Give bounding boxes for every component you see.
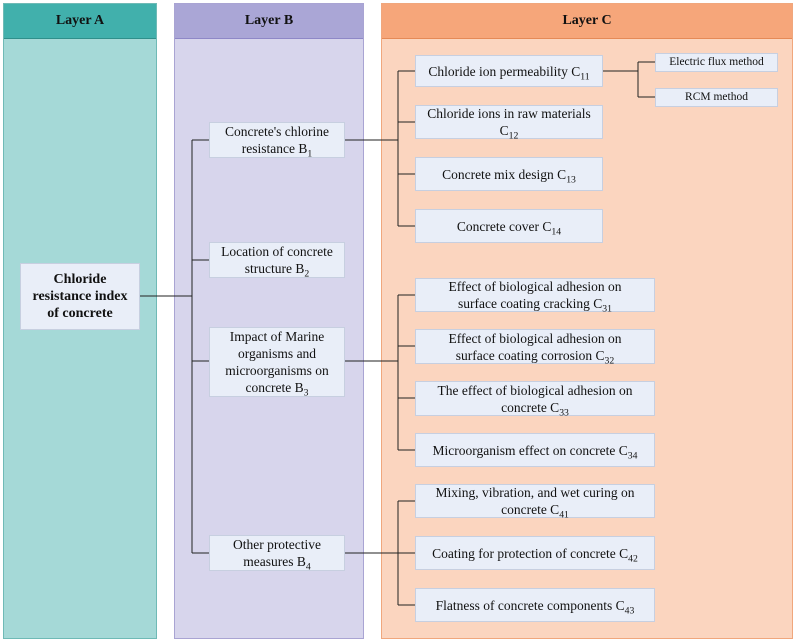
layer-c-header: Layer C <box>382 4 792 39</box>
node-c42-line1: Coating for protection of concrete C <box>432 545 629 561</box>
node-a-chloride-resistance-index: Chloride resistance index of concrete <box>20 263 140 330</box>
node-c41-line1: Mixing, vibration, and wet curing on <box>435 485 635 500</box>
node-b1-line2: resistance B <box>241 141 308 156</box>
node-b4: Other protective measures B4 <box>209 535 345 573</box>
node-c42: Coating for protection of concrete C42 <box>415 536 655 570</box>
node-a-line3: of concrete <box>47 306 113 321</box>
node-c14: Concrete cover C14 <box>415 209 603 243</box>
node-c41-sub: 41 <box>559 509 569 521</box>
node-c43: Flatness of concrete components C43 <box>415 588 655 622</box>
node-b3: Impact of Marine organisms and microorga… <box>209 327 345 399</box>
layer-b-header: Layer B <box>175 4 363 39</box>
node-c32: Effect of biological adhesion on surface… <box>415 329 655 367</box>
node-a-line2: resistance index <box>32 289 128 304</box>
node-c32-line2: surface coating corrosion C <box>455 347 605 363</box>
node-b3-line2: organisms and <box>237 346 317 361</box>
node-c31-sub: 31 <box>602 303 612 315</box>
node-c43-sub: 43 <box>624 605 635 617</box>
node-c11-sub: 11 <box>580 71 590 83</box>
node-rcm-method: RCM method <box>655 88 778 107</box>
node-b3-line4: concrete B <box>245 380 304 395</box>
node-c33-sub: 33 <box>559 407 569 419</box>
node-c41-line2: concrete C <box>501 502 560 517</box>
node-c11-line1: Chloride ion permeability C <box>428 63 581 79</box>
layer-a-header: Layer A <box>4 4 156 39</box>
node-c33-line1: The effect of biological adhesion on <box>437 382 633 398</box>
node-b4-line1: Other protective <box>232 537 322 552</box>
node-rcm-label: RCM method <box>685 91 748 103</box>
node-electric-flux-label: Electric flux method <box>669 56 764 68</box>
node-electric-flux-method: Electric flux method <box>655 53 778 72</box>
node-b2-sub: 2 <box>304 268 310 280</box>
node-c31-line2: surface coating cracking C <box>457 296 603 311</box>
node-b3-sub: 3 <box>303 387 309 399</box>
node-b4-sub: 4 <box>305 561 311 573</box>
node-b2-line2: structure B <box>244 261 305 276</box>
node-c32-line1: Effect of biological adhesion on <box>448 330 622 346</box>
node-c31: Effect of biological adhesion on surface… <box>415 278 655 315</box>
node-b1-sub: 1 <box>307 148 313 160</box>
node-c12-sub: 12 <box>508 130 519 142</box>
node-c12-line2: C <box>499 123 509 138</box>
node-c14-sub: 14 <box>551 226 562 238</box>
node-b4-line2: measures B <box>243 554 306 569</box>
node-c31-line1: Effect of biological adhesion on <box>448 279 622 294</box>
node-c12-line1: Chloride ions in raw materials <box>427 106 591 121</box>
node-b3-line1: Impact of Marine <box>229 329 325 344</box>
node-c33-line2: concrete C <box>501 399 560 415</box>
node-c13-line1: Concrete mix design C <box>442 166 567 182</box>
node-c13-sub: 13 <box>566 174 576 186</box>
node-b3-line3: microorganisms on <box>225 363 329 378</box>
node-c13: Concrete mix design C13 <box>415 157 603 191</box>
node-b1: Concrete's chlorine resistance B1 <box>209 122 345 160</box>
node-c11: Chloride ion permeability C11 <box>415 55 603 87</box>
node-c14-line1: Concrete cover C <box>456 218 552 234</box>
node-b2: Location of concrete structure B2 <box>209 242 345 280</box>
node-c34-line1: Microorganism effect on concrete C <box>432 442 628 458</box>
node-b1-line1: Concrete's chlorine <box>224 124 330 139</box>
layer-b-column: Layer B <box>174 3 364 639</box>
node-c34-sub: 34 <box>627 450 638 462</box>
node-c41: Mixing, vibration, and wet curing on con… <box>415 484 655 521</box>
node-c34: Microorganism effect on concrete C34 <box>415 433 655 467</box>
node-c42-sub: 42 <box>628 553 638 565</box>
node-c33: The effect of biological adhesion on con… <box>415 381 655 419</box>
node-c43-line1: Flatness of concrete components C <box>435 597 625 613</box>
node-c12: Chloride ions in raw materials C12 <box>415 105 603 142</box>
node-b2-line1: Location of concrete <box>221 244 333 259</box>
node-a-line1: Chloride <box>53 272 107 287</box>
node-c32-sub: 32 <box>604 355 615 367</box>
